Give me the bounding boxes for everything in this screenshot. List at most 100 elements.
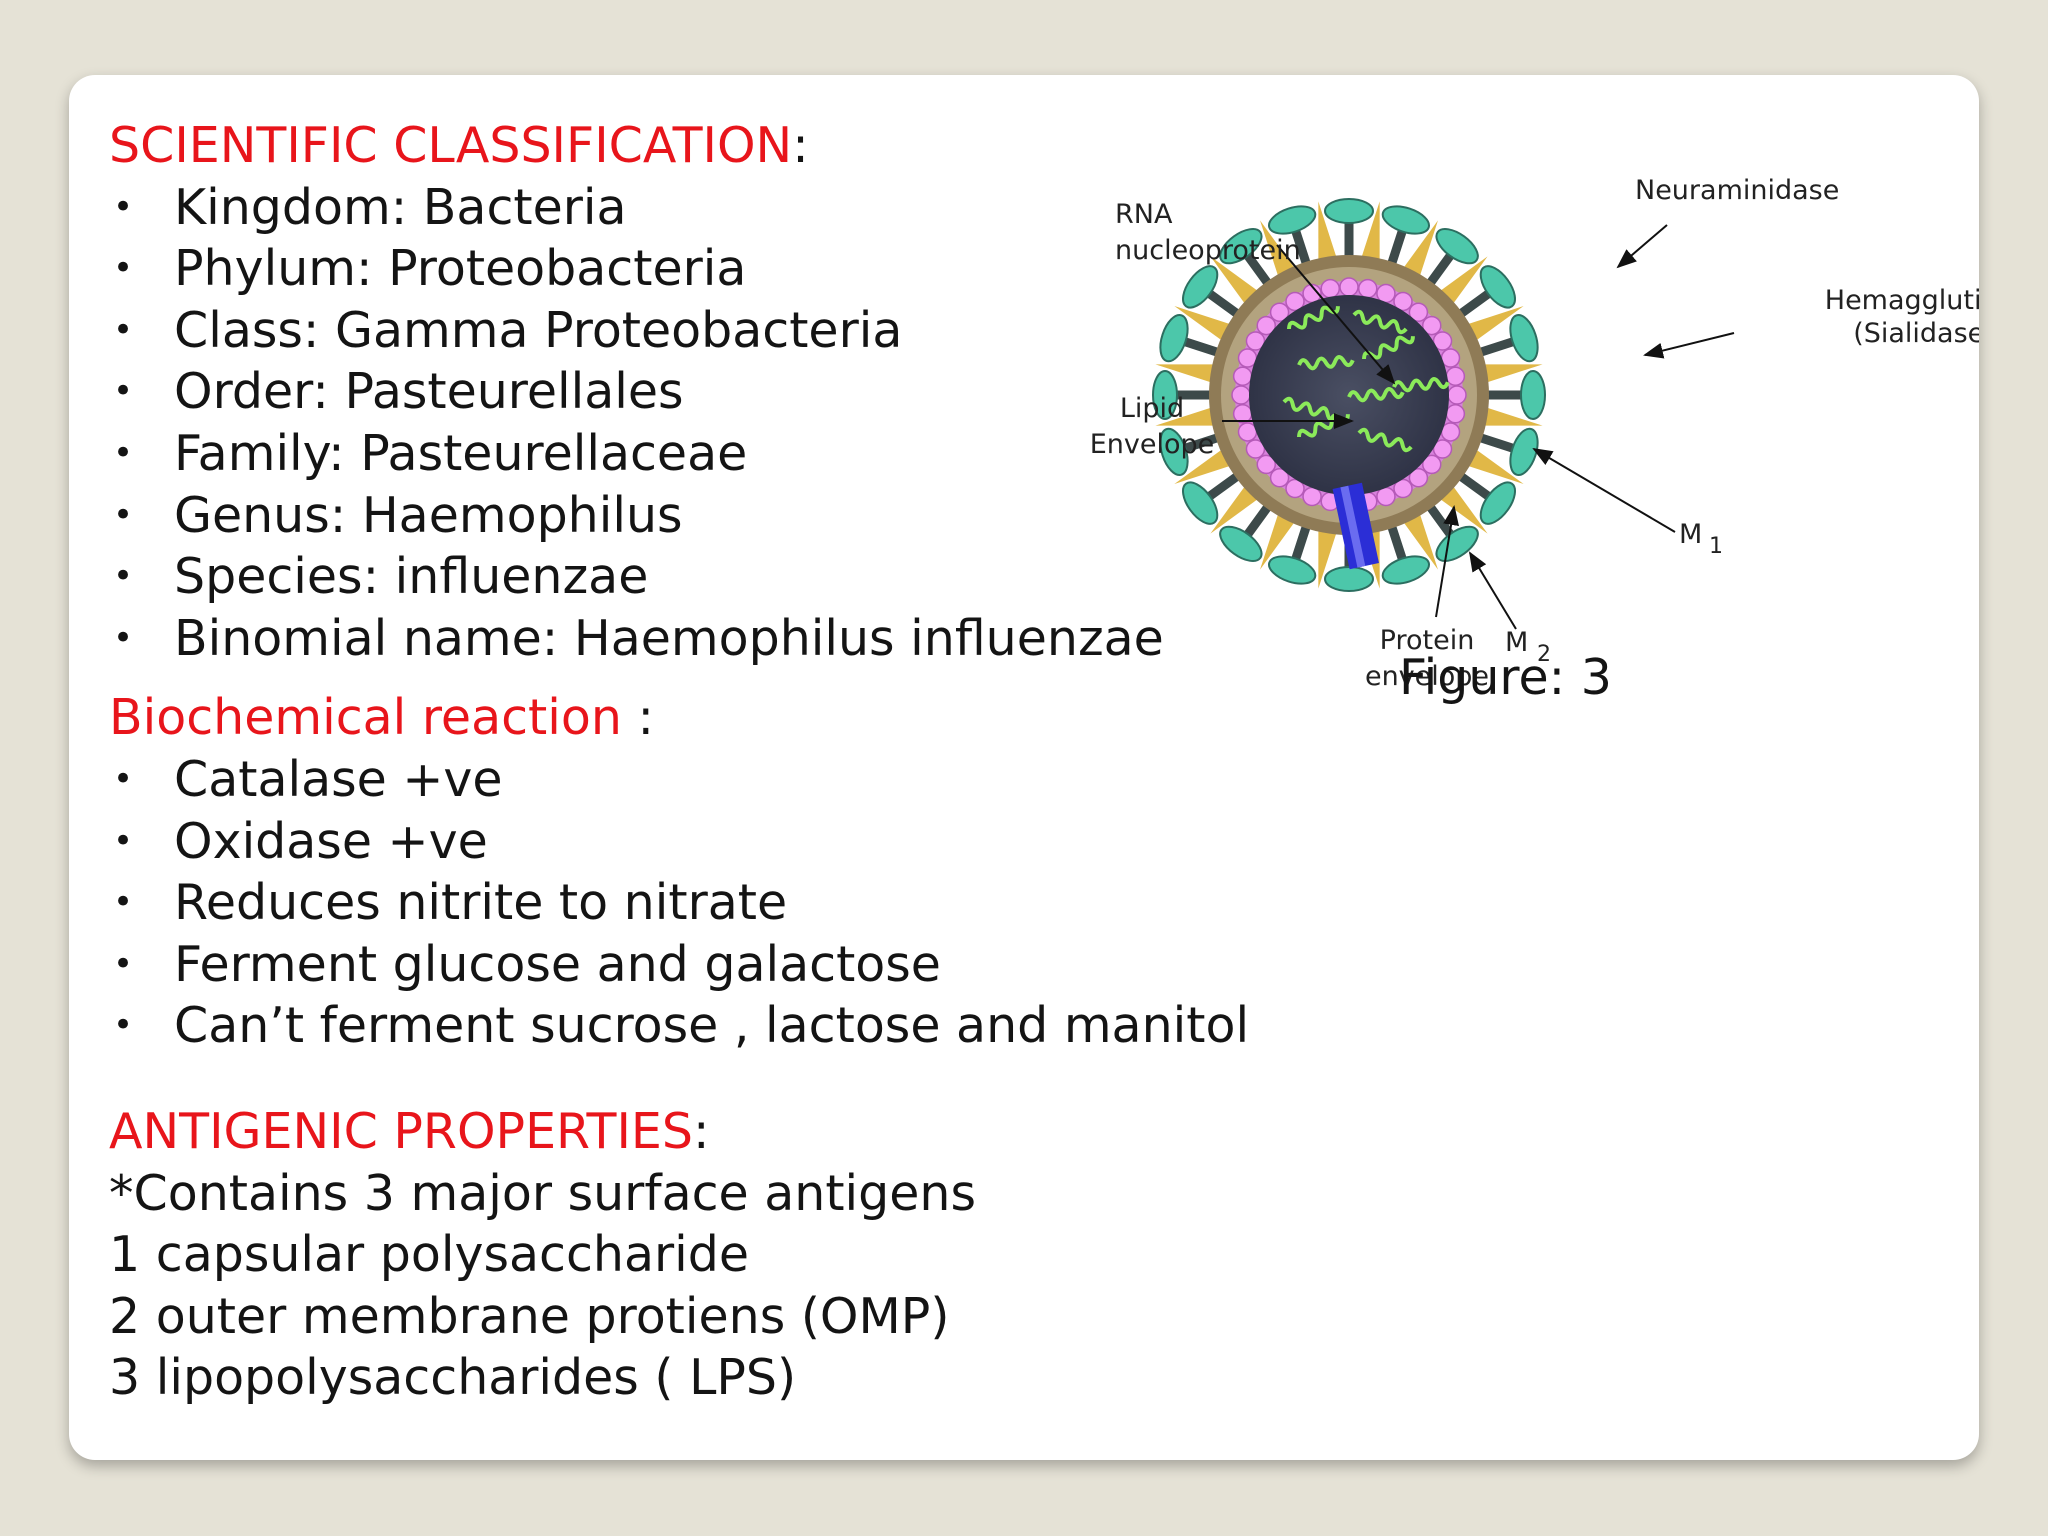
bullet-item: • Class: Gamma Proteobacteria [109,300,1369,362]
neuraminidase-head [1381,205,1430,235]
bullet-item: • Reduces nitrite to nitrate [109,872,1369,934]
m1-bead [1245,439,1266,459]
m1-bead [1285,478,1305,499]
neuraminidase-head [1520,370,1546,420]
lipid-label-line2: Envelope [1090,429,1215,460]
bullet-dot-icon: • [113,617,134,658]
m1-bead [1269,302,1290,323]
m1-bead [1256,315,1277,336]
neuraminidase-stalk [1386,224,1409,268]
protein-label-line2: envelope [1365,661,1489,692]
m1-bead [1432,439,1453,459]
neuraminidase-head [1324,566,1374,592]
bullet-text: Binomial name: Haemophilus influenzae [174,609,1164,667]
m1-bead [1408,302,1429,323]
neuraminidase-stalk [1202,470,1243,504]
neuraminidase-stalk [1289,224,1312,268]
hemagglutinin-spike [1438,484,1488,534]
m1-bead [1256,454,1277,475]
rna-label-line2: nucleoprotein [1115,235,1301,266]
neuraminidase-head [1152,370,1178,420]
bullet-text: Species: influenzae [174,548,649,606]
neuraminidase-stalk [1178,335,1222,358]
neuraminidase-label: Neuraminidase [1635,175,1839,206]
neuraminidase-head [1479,265,1516,309]
m1-subscript: 1 [1709,534,1723,559]
neuraminidase-stalk [1202,286,1243,320]
m1-bead [1393,291,1413,312]
bullet-text: Phylum: Proteobacteria [174,240,747,298]
m1-bead [1393,478,1413,499]
rna-strand [1392,377,1450,393]
neuraminidase-head [1219,228,1263,265]
neuraminidase-head [1182,481,1219,525]
m1-bead [1408,467,1429,488]
biochemical-heading: Biochemical reaction : [109,687,1369,749]
bullet-text: Kingdom: Bacteria [174,178,627,236]
neuraminidase-head [1435,228,1479,265]
hemagglutinin-spike [1174,306,1233,342]
bullet-text: Class: Gamma Proteobacteria [174,301,903,359]
hemagglutinin-spike [1402,220,1438,279]
bullet-text: Ferment glucose and galactose [174,935,941,993]
m1-pointer [1532,447,1676,533]
bullet-dot-icon: • [113,371,134,412]
rna-strand [1362,335,1415,360]
surface-spikes [1152,198,1546,592]
antigenic-heading-colon: : [692,1102,710,1160]
m1-label: M [1679,519,1702,550]
biochemical-list: •Catalase +ve•Oxidase +ve • Reduces nitrit… [109,749,1369,1057]
bullet-dot-icon: • [113,248,134,289]
bullet-dot-icon: • [113,432,134,473]
hemagglutinin-label-line1: Hemagglutinin [1825,285,1979,316]
bullet-item: •Catalase +ve [109,749,1369,811]
m2-subscript: 2 [1537,642,1551,667]
m1-bead [1245,331,1266,351]
neuraminidase-head [1159,427,1189,476]
m1-bead [1231,385,1251,405]
neuraminidase-pointer [1616,224,1668,269]
hemagglutinin-spike [1155,406,1217,426]
bullet-dot-icon: • [113,882,134,923]
m1-bead [1445,366,1466,386]
neuraminidase-stalk [1424,248,1458,289]
antigen-line: *Contains 3 major surface antigens [109,1164,976,1222]
m1-bead [1447,385,1467,405]
m1-bead [1421,454,1442,475]
bullet-item: •Genus: Haemophilus [109,485,1369,547]
hemagglutinin-spike [1155,364,1217,384]
neuraminidase-stalk [1455,470,1496,504]
neuraminidase-head [1268,205,1317,235]
spacer [109,1057,1369,1101]
hemagglutinin-spike [1438,256,1488,306]
m2-pointer [1468,551,1517,630]
protein-pointer [1435,505,1459,618]
neuraminidase-stalk [1240,501,1274,542]
bullet-item: •Order: Pasteurellales [109,361,1369,423]
rna-strand [1357,427,1413,453]
rna-strand [1297,355,1355,371]
classification-heading: SCIENTIFIC CLASSIFICATION: [109,115,1369,177]
bullet-item: • Phylum: Proteobacteria [109,238,1369,300]
neuraminidase-head [1268,555,1317,585]
virus-diagram-svg: RNA nucleoprotein Neuraminidase Hemagglu… [1090,175,1979,692]
neuraminidase-head [1182,265,1219,309]
hemagglutinin-spike [1260,511,1296,570]
neuraminidase-head [1509,314,1539,363]
bullet-text: Can’t ferment sucrose , lactose and mani… [174,997,1250,1055]
bullet-text: Genus: Haemophilus [174,486,683,544]
bullet-text: Reduces nitrite to nitrate [174,874,788,932]
m1-bead [1339,277,1359,297]
hemagglutinin-spike [1402,511,1438,570]
bullet-dot-icon: • [113,309,134,350]
hemagglutinin-spike [1481,364,1543,384]
hemagglutinin-spike [1260,220,1296,279]
hemagglutinin-spike [1465,306,1524,342]
m2-channel [1332,482,1379,570]
rna-strand [1287,305,1340,330]
rna-strand [1282,396,1338,422]
lipid-label-line1: Lipid [1120,393,1184,424]
bullet-item: •Oxidase +ve [109,811,1369,873]
bullet-text: Catalase +ve [174,750,503,808]
hemagglutinin-spike [1360,201,1380,263]
